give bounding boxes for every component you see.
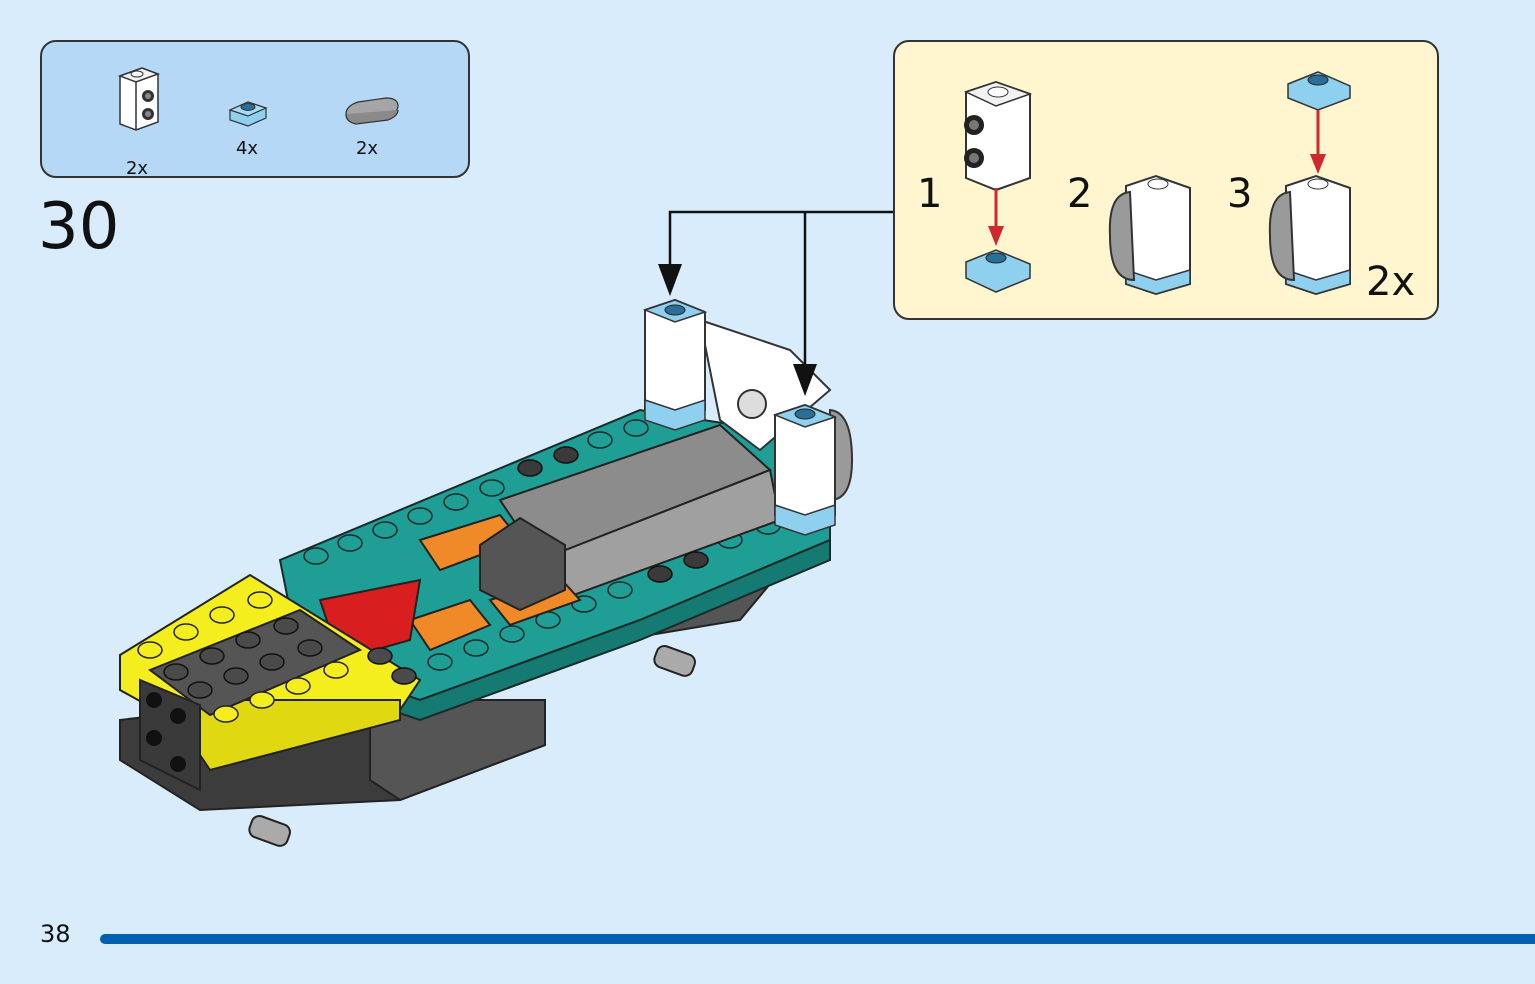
- parts-list-box: 2x 4x 2x: [40, 40, 470, 179]
- page-number: 38: [40, 920, 71, 948]
- part-quantity: 4x: [235, 138, 259, 159]
- part-trans-plate: 4x: [222, 92, 272, 162]
- white-brick-icon: [117, 67, 161, 131]
- part-white-brick: 2x: [102, 62, 172, 179]
- sub-step-number: 1: [917, 171, 943, 217]
- trans-blue-plate-icon: [228, 101, 268, 127]
- sub-step-number: 2: [1067, 171, 1093, 217]
- part-quantity: 2x: [355, 138, 379, 159]
- sub-step-number: 3: [1227, 171, 1253, 217]
- gray-round-tile-icon: [345, 97, 399, 125]
- step-number: 30: [38, 190, 120, 264]
- part-quantity: 2x: [125, 158, 149, 179]
- page-progress-bar: [100, 934, 1535, 944]
- sub-assembly-multiplier: 2x: [1366, 259, 1416, 305]
- part-gray-tile: 2x: [332, 92, 402, 162]
- sub-assembly-box: [893, 40, 1439, 320]
